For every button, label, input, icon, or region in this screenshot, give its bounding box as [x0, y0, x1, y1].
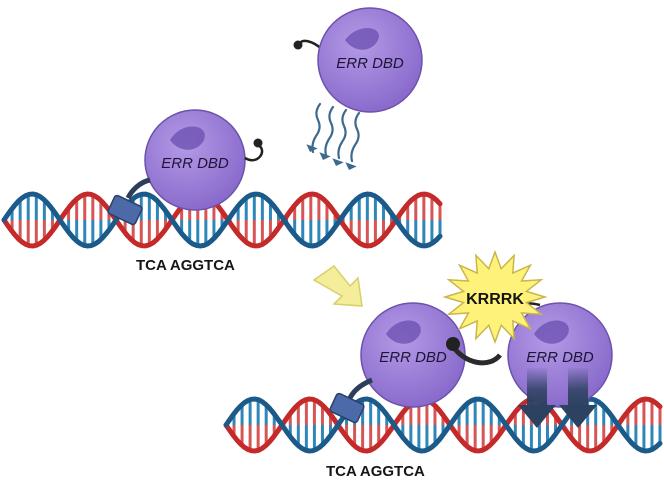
dna-strand	[1, 191, 443, 249]
down-arrows	[518, 368, 597, 428]
krrrk-burst: KRRRK	[442, 249, 548, 345]
transition-arrow	[312, 264, 363, 307]
motif-label: KRRRK	[466, 291, 524, 308]
dna-strand	[1, 191, 443, 249]
motion-arrowheads	[306, 144, 357, 170]
free-protein: ERR DBD	[293, 7, 423, 113]
bound-protein-bottom-right-label: ERR DBD	[526, 349, 594, 366]
dna-sequence-top: TCA AGGTCA	[136, 257, 235, 274]
bound-protein-bottom-left-label: ERR DBD	[379, 349, 447, 366]
bound-protein-bottom-left: ERR DBD	[329, 302, 466, 424]
bound-protein-top-label: ERR DBD	[161, 155, 229, 172]
dna-strand	[223, 396, 663, 454]
motion-lines	[311, 102, 361, 163]
dna-sequence-bottom: TCA AGGTCA	[326, 463, 425, 480]
free-protein-label: ERR DBD	[336, 55, 404, 72]
linker-knob	[446, 337, 460, 351]
bound-protein-top: ERR DBD	[107, 109, 264, 226]
dna-helix-top	[1, 191, 443, 249]
